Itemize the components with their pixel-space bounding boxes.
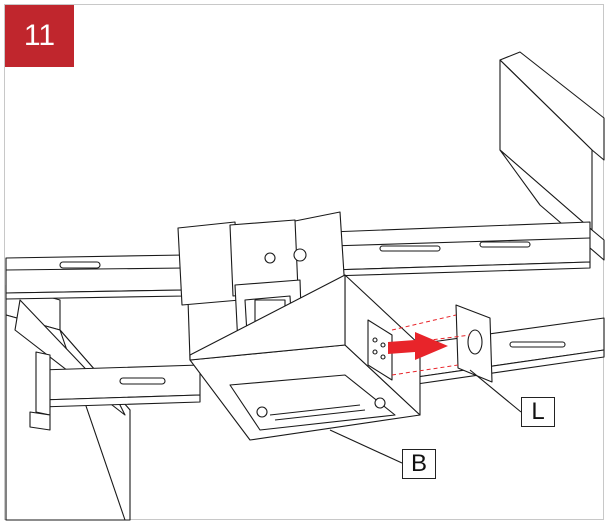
- step-number-badge: 11: [5, 5, 74, 67]
- junction-box: [189, 274, 421, 441]
- diagram-frame: [4, 4, 604, 520]
- leader-line-l: [469, 369, 522, 413]
- callout-label-b: B: [402, 449, 436, 479]
- knockout-cover-plate: [455, 304, 493, 383]
- callout-label-l: L: [521, 397, 555, 427]
- direction-arrow: [388, 332, 448, 360]
- leader-line-b: [329, 429, 403, 464]
- hanger-bar-back: [5, 221, 591, 300]
- alignment-lines: [391, 314, 471, 376]
